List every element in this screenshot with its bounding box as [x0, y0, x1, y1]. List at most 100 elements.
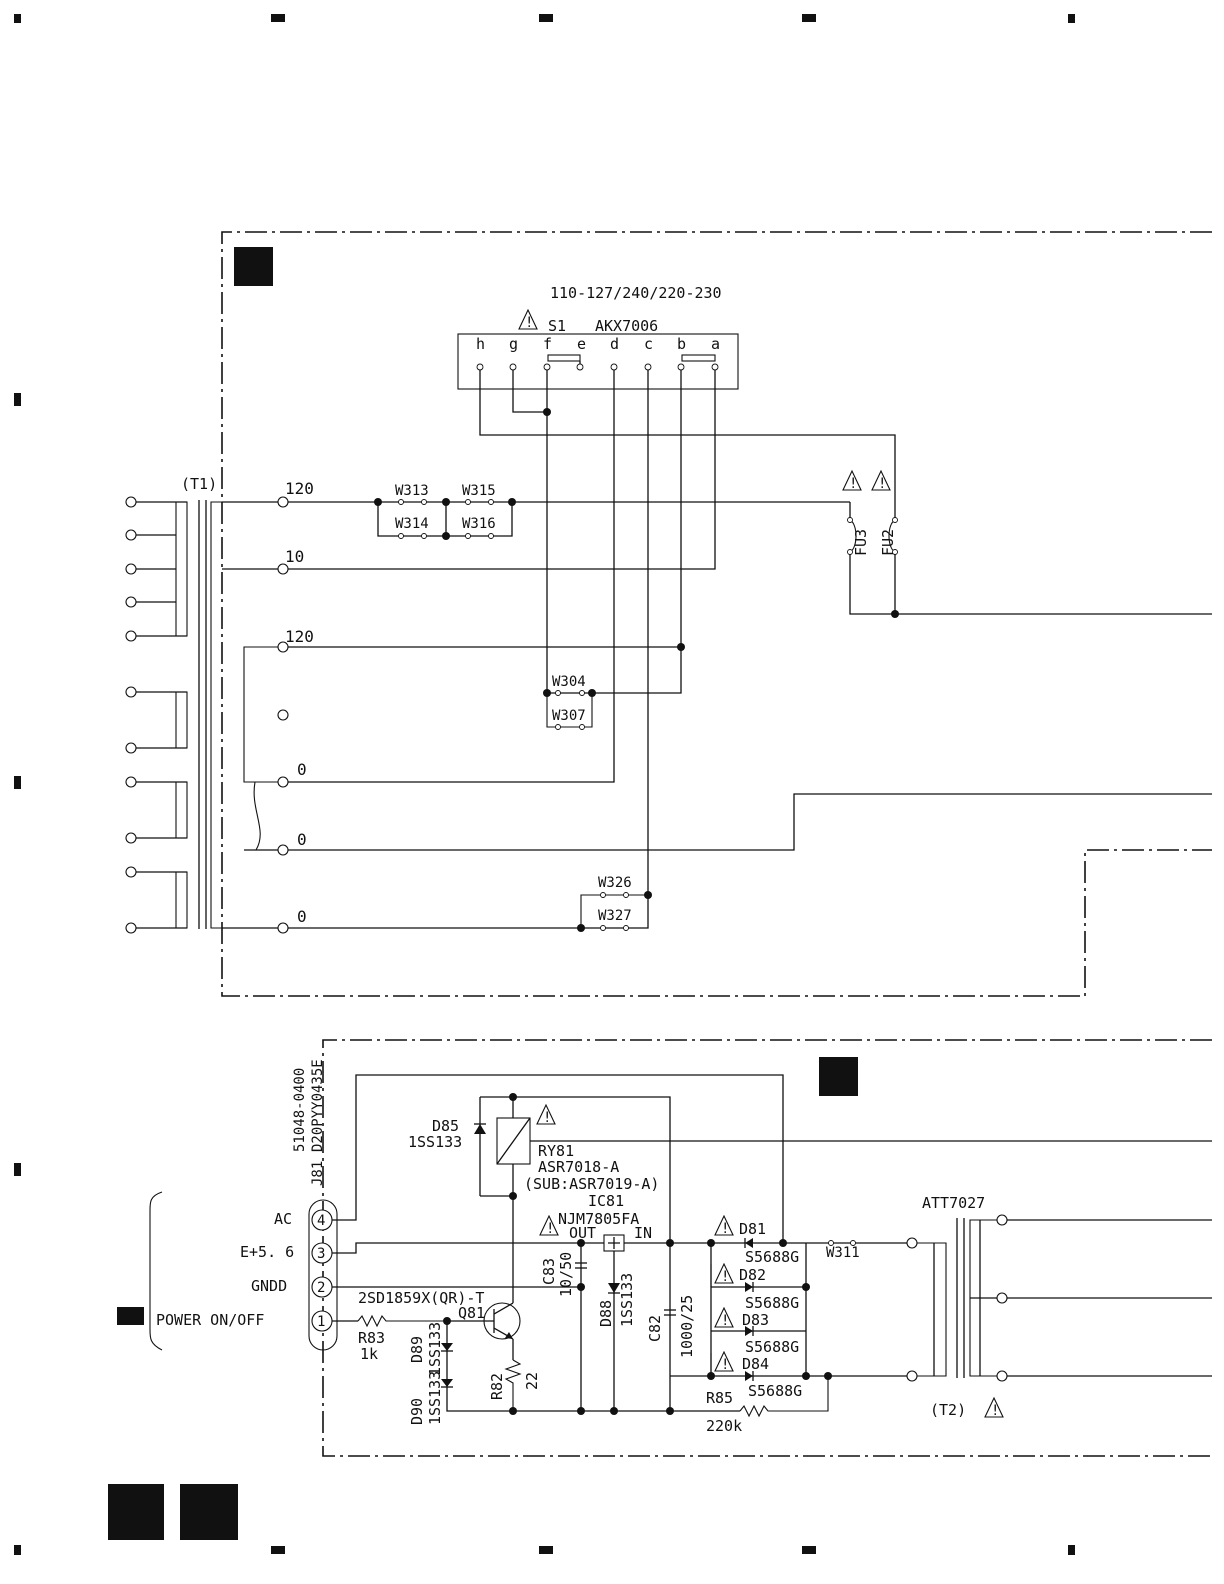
resistor-value: 22 [523, 1372, 541, 1390]
fuse-label: FU2 [879, 529, 897, 556]
pin-label-gndd: GNDD [251, 1277, 287, 1295]
transformer1-ref: (T1) [181, 475, 217, 493]
board-label-block-bottom [819, 1057, 858, 1096]
diode-part: S5688G [748, 1382, 802, 1400]
capacitor-c83 [575, 1239, 587, 1411]
connector-brace [149, 1191, 163, 1351]
svg-text:!: ! [721, 1357, 729, 1373]
jumper-label: W307 [552, 708, 586, 724]
relay-sub: (SUB:ASR7019-A) [524, 1175, 659, 1193]
svg-text:!: ! [849, 476, 857, 492]
resistor-ref: R82 [488, 1373, 506, 1400]
svg-text:!: ! [543, 1110, 551, 1126]
connector-ref: J81 [310, 1161, 326, 1186]
transistor-ref: Q81 [458, 1304, 485, 1322]
page-block-2 [180, 1484, 238, 1540]
pin-label-ac: AC [274, 1210, 292, 1228]
resistor-value: 1k [360, 1345, 378, 1363]
transistor-q81 [447, 1302, 522, 1411]
jumper-label: W311 [826, 1245, 860, 1261]
diode-ref: D90 [408, 1398, 426, 1425]
switch-part: AKX7006 [595, 317, 658, 335]
registration-marks [14, 14, 1075, 1555]
switch-pin-labels: h g f e d c b a [476, 335, 720, 353]
connector-j81 [308, 1199, 338, 1351]
jumper-label: W315 [462, 483, 496, 499]
diode-part: 1SS133 [426, 1322, 444, 1376]
svg-text:!: ! [721, 1313, 729, 1329]
diode-part: S5688G [745, 1294, 799, 1312]
regulator-ref: IC81 [588, 1192, 624, 1210]
diode-ref: D89 [408, 1336, 426, 1363]
tap-label: 0 [297, 830, 307, 849]
jumper-label: W304 [552, 674, 586, 690]
svg-text:!: ! [721, 1221, 729, 1237]
power-label-block [117, 1307, 144, 1325]
diode-part: 1SS133 [618, 1273, 636, 1327]
transistor-part: 2SD1859X(QR)-T [358, 1289, 484, 1307]
switch-ref: S1 [548, 317, 566, 335]
diode-ref: D85 [432, 1117, 459, 1135]
caution-icon: ! [714, 1350, 734, 1373]
relay-ref: RY81 [538, 1142, 574, 1160]
svg-text:!: ! [546, 1221, 554, 1237]
connector-part2: D20PYY0435E [310, 1059, 326, 1152]
svg-text:h: h [476, 335, 485, 353]
tap-label: 10 [285, 547, 304, 566]
caution-icon: ! [536, 1103, 556, 1126]
diode-ref: D84 [742, 1355, 769, 1373]
capacitor-c82 [664, 1239, 676, 1411]
caution-icon: ! [842, 469, 862, 492]
connector-pins: 4 3 2 1 [311, 1209, 333, 1332]
jumper-group-120v [288, 498, 850, 540]
diode-ref: D82 [739, 1266, 766, 1284]
tap-wiring [222, 501, 1212, 929]
jumper-group-w326 [577, 891, 652, 932]
svg-text:4: 4 [317, 1213, 325, 1229]
svg-text:b: b [677, 335, 686, 353]
voltage-selector-switch[interactable] [457, 333, 739, 390]
diode-part: 1SS133 [408, 1133, 462, 1151]
connector-part1: 51048-0400 [292, 1068, 308, 1152]
svg-text:!: ! [721, 1269, 729, 1285]
fuse-fu3 [847, 502, 1212, 615]
pin-label-e56: E+5. 6 [240, 1243, 294, 1261]
pin-label-power: POWER ON/OFF [156, 1311, 264, 1329]
capacitor-ref: C82 [646, 1315, 664, 1342]
diode-ref: D81 [739, 1220, 766, 1238]
diode-d89-d90 [441, 1321, 670, 1412]
diode-ref: D83 [742, 1311, 769, 1329]
svg-text:f: f [543, 335, 552, 353]
switch-wiring [283, 370, 896, 895]
transformer2-ref: (T2) [930, 1401, 966, 1419]
svg-text:g: g [509, 335, 518, 353]
transformer1 [125, 496, 222, 934]
relay-part: ASR7018-A [538, 1158, 619, 1176]
transformer2-part: ATT7027 [922, 1194, 985, 1212]
svg-text:e: e [577, 335, 586, 353]
caution-icon: ! [984, 1396, 1004, 1419]
caution-icon: ! [871, 469, 891, 492]
board-outline-top [221, 231, 1212, 997]
tap-label: 0 [297, 760, 307, 779]
jumper-label: W327 [598, 908, 632, 924]
relay-ry81[interactable] [474, 1093, 1212, 1303]
voltage-selector-label: 110-127/240/220-230 [550, 284, 722, 302]
fuse-fu2 [888, 517, 899, 618]
svg-text:!: ! [525, 315, 533, 331]
caution-icon: ! [714, 1262, 734, 1285]
svg-text:c: c [644, 335, 653, 353]
svg-text:!: ! [878, 476, 886, 492]
tap-label: 0 [297, 907, 307, 926]
svg-text:3: 3 [317, 1246, 325, 1262]
fuse-label: FU3 [852, 529, 870, 556]
diode-part: S5688G [745, 1248, 799, 1266]
svg-text:1: 1 [317, 1314, 325, 1330]
jumper-label: W313 [395, 483, 429, 499]
caution-icon: ! [518, 308, 538, 331]
switch-contacts [476, 363, 719, 371]
page-block-1 [108, 1484, 164, 1540]
jumper-label: W314 [395, 516, 429, 532]
board-label-block-top [234, 247, 273, 286]
